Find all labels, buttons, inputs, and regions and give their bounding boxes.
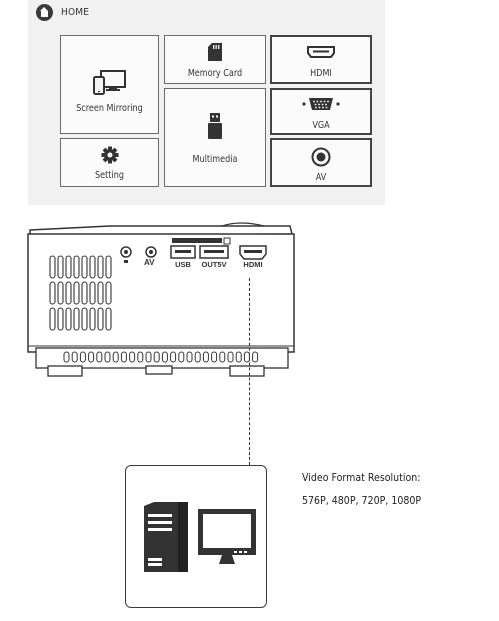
tile-hdmi-label: HDMI bbox=[310, 68, 332, 79]
bottom-vent-slot bbox=[252, 351, 259, 363]
port-label-hdmi: HDMI bbox=[243, 260, 262, 269]
output-devices bbox=[144, 502, 256, 572]
home-bar[interactable]: HOME bbox=[36, 3, 89, 21]
vent-slot bbox=[81, 281, 88, 305]
vent-slot bbox=[89, 307, 96, 331]
vent-slot bbox=[73, 281, 80, 305]
vent-slot bbox=[97, 281, 104, 305]
vent-slot bbox=[73, 307, 80, 331]
vent-slot bbox=[65, 307, 72, 331]
bottom-vent-slot bbox=[96, 351, 103, 363]
tile-screen-mirroring-label: Screen Mirroring bbox=[76, 103, 143, 114]
vent-slot bbox=[65, 255, 72, 279]
port-label-av: AV bbox=[144, 258, 155, 267]
vent-slot bbox=[57, 307, 64, 331]
phone-monitor-icon bbox=[92, 70, 126, 95]
port-label-out5v: OUT5V bbox=[201, 260, 226, 269]
bottom-vent-slot bbox=[112, 351, 119, 363]
vent-slot bbox=[97, 255, 104, 279]
tile-vga-label: VGA bbox=[312, 120, 330, 131]
vent-slot bbox=[89, 255, 96, 279]
bottom-vent-slot bbox=[120, 351, 127, 363]
vent-slot bbox=[105, 255, 112, 279]
bottom-vent-slot bbox=[235, 351, 242, 363]
tile-av-label: AV bbox=[315, 172, 327, 183]
vent-slot bbox=[57, 281, 64, 305]
vent-slot bbox=[81, 255, 88, 279]
av-jack-icon bbox=[311, 147, 331, 167]
bottom-vent-slot bbox=[71, 351, 78, 363]
tile-memory-card-label: Memory Card bbox=[187, 68, 243, 79]
bottom-vent-slot bbox=[129, 351, 136, 363]
vent-slot bbox=[49, 307, 56, 331]
bottom-vent-slot bbox=[153, 351, 160, 363]
bottom-vent-slot bbox=[194, 351, 201, 363]
vent-slot bbox=[73, 255, 80, 279]
vent-slot bbox=[57, 255, 64, 279]
hdmi-port-icon bbox=[307, 46, 335, 58]
bottom-vent-slot bbox=[219, 351, 226, 363]
bottom-vent-slot bbox=[178, 351, 185, 363]
tile-setting[interactable]: Setting bbox=[60, 138, 159, 187]
tile-vga[interactable]: VGA bbox=[270, 88, 372, 135]
vent-slot bbox=[49, 255, 56, 279]
bottom-vent-slot bbox=[227, 351, 234, 363]
vent-slot bbox=[105, 307, 112, 331]
sd-card-icon bbox=[208, 43, 222, 61]
port-label-usb: USB bbox=[175, 260, 191, 269]
tile-multimedia[interactable]: Multimedia bbox=[164, 88, 266, 187]
vent-slot bbox=[81, 307, 88, 331]
usb-drive-icon bbox=[208, 113, 222, 139]
vent-slot bbox=[89, 281, 96, 305]
vent-slot bbox=[97, 307, 104, 331]
bottom-vent-slot bbox=[63, 351, 70, 363]
gear-icon bbox=[101, 146, 118, 164]
vent-slot bbox=[49, 281, 56, 305]
bottom-vent-slot bbox=[79, 351, 86, 363]
tile-multimedia-label: Multimedia bbox=[192, 154, 238, 165]
projector-rear-panel: AV USB OUT5V HDMI bbox=[26, 222, 298, 380]
tile-setting-label: Setting bbox=[95, 170, 124, 181]
tile-av[interactable]: AV bbox=[270, 138, 372, 187]
tile-memory-card[interactable]: Memory Card bbox=[164, 35, 266, 84]
computer-tower-icon bbox=[144, 502, 188, 572]
vga-port-icon bbox=[302, 98, 340, 110]
resolution-values: 576P, 480P, 720P, 1080P bbox=[302, 494, 422, 507]
vent-slot bbox=[105, 281, 112, 305]
bottom-vent-slot bbox=[186, 351, 193, 363]
monitor-icon bbox=[198, 509, 256, 564]
resolution-title: Video Format Resolution: bbox=[302, 471, 421, 484]
bottom-vent-slot bbox=[202, 351, 209, 363]
bottom-vent-slot bbox=[104, 351, 111, 363]
bottom-vent-slot bbox=[170, 351, 177, 363]
hdmi-cable-line bbox=[249, 278, 250, 465]
bottom-vent-slot bbox=[211, 351, 218, 363]
tile-hdmi[interactable]: HDMI bbox=[270, 35, 372, 84]
source-menu-panel: HOME Screen Mirroring Setting bbox=[28, 0, 385, 205]
bottom-vent-slot bbox=[145, 351, 152, 363]
bottom-vent-slot bbox=[137, 351, 144, 363]
output-device-box bbox=[125, 465, 267, 608]
vent-slot bbox=[65, 281, 72, 305]
projector-drawing: AV USB OUT5V HDMI bbox=[27, 222, 295, 377]
bottom-vent-slot bbox=[88, 351, 95, 363]
tile-screen-mirroring[interactable]: Screen Mirroring bbox=[60, 35, 159, 134]
bottom-vent-slot bbox=[161, 351, 168, 363]
home-icon[interactable] bbox=[36, 3, 53, 21]
home-label: HOME bbox=[61, 6, 90, 18]
